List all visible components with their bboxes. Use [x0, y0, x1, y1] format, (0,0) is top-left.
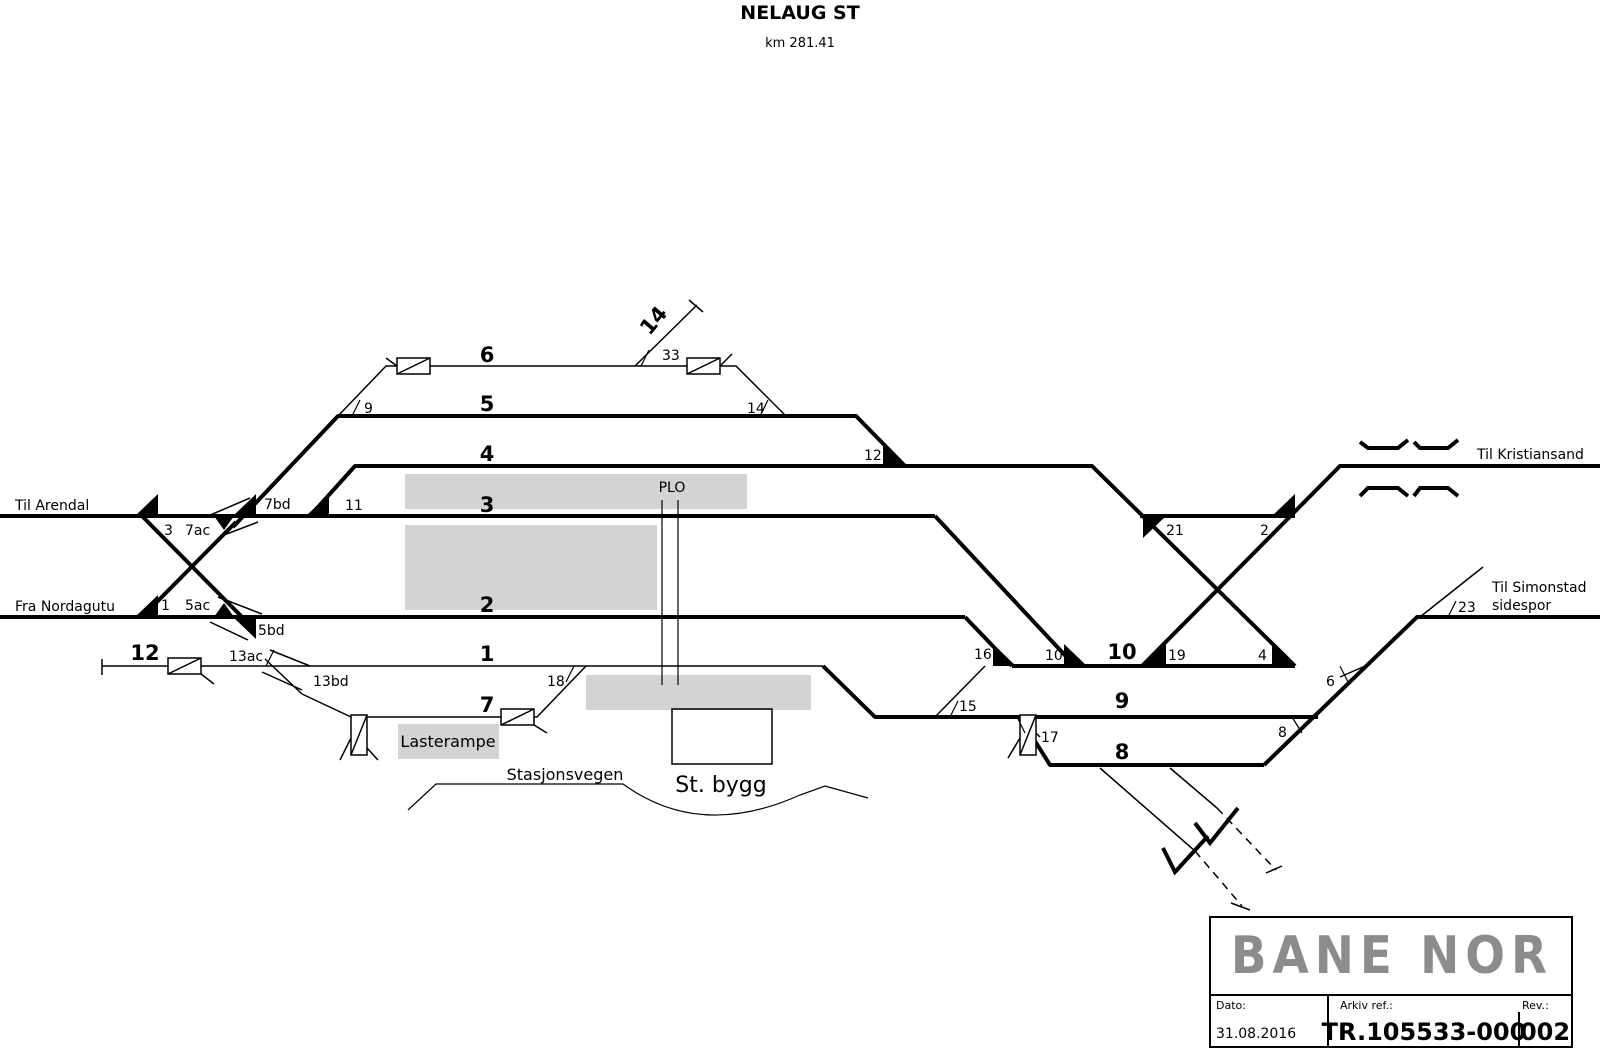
arkiv-label: Arkiv ref.:: [1340, 999, 1393, 1012]
track-label-9: 9: [1115, 689, 1130, 713]
track-label-8: 8: [1115, 740, 1130, 764]
platform-plo: [405, 474, 747, 509]
switch-label-4: 4: [1258, 648, 1267, 664]
switch-label-1: 1: [161, 598, 170, 614]
dest-til-kristiansand: Til Kristiansand: [1476, 447, 1584, 463]
switch-label-12: 12: [864, 448, 882, 464]
switch-triangles: [135, 444, 1295, 666]
track-label-6: 6: [480, 343, 495, 367]
track-label-12: 12: [130, 641, 159, 665]
track-label-4: 4: [480, 442, 495, 466]
label-st-bygg: St. bygg: [675, 773, 767, 798]
track-label-2: 2: [480, 593, 495, 617]
track-label-1: 1: [480, 642, 495, 666]
thin-tracks: [101, 299, 1484, 911]
switch-labels: 3 7ac 7bd 11 1 5ac 5bd 13ac 13bd 9 14 33…: [161, 348, 1476, 746]
track-label-10: 10: [1107, 640, 1136, 664]
switch-label-5ac: 5ac: [185, 598, 210, 614]
signals: [167, 353, 1037, 761]
switch-label-11: 11: [345, 498, 363, 514]
track-label-14: 14: [635, 302, 672, 340]
platform-mid: [405, 525, 657, 610]
dest-til-arendal: Til Arendal: [14, 498, 89, 514]
switch-label-18: 18: [547, 674, 565, 690]
bane-nor-logo: BANE NOR: [1231, 926, 1553, 986]
switch-label-16: 16: [974, 647, 992, 663]
road-stasjonsvegen: [407, 783, 869, 816]
signal-17-derail: [1007, 714, 1037, 759]
buffer-stops: [1161, 806, 1240, 876]
diagram-subtitle: km 281.41: [765, 36, 835, 51]
switch-label-7ac: 7ac: [185, 523, 210, 539]
label-plo: PLO: [659, 480, 686, 496]
brand-text: BANE NOR: [1231, 926, 1553, 986]
switch-label-3: 3: [164, 523, 173, 539]
bridge-symbols: [1358, 438, 1460, 498]
dest-til-simonstad: Til Simonstad: [1491, 580, 1586, 596]
signal-6-left: [385, 357, 431, 375]
track-label-5: 5: [480, 392, 495, 416]
switch-label-2: 2: [1260, 523, 1269, 539]
switch-label-6: 6: [1326, 674, 1335, 690]
switch-marks: [265, 349, 1457, 734]
rev-value: 002: [1520, 1018, 1570, 1046]
title-block: BANE NOR Dato: 31.08.2016 Arkiv ref.: TR…: [1209, 916, 1573, 1048]
dato-label: Dato:: [1216, 999, 1246, 1012]
station-building: [671, 708, 773, 765]
signal-7: [500, 708, 548, 734]
rev-label: Rev.:: [1522, 999, 1549, 1012]
plo-crossing: [661, 500, 679, 685]
track-label-7: 7: [480, 693, 495, 717]
platform-lower: [586, 675, 811, 710]
switch-label-21: 21: [1166, 523, 1184, 539]
dato-value: 31.08.2016: [1216, 1026, 1296, 1042]
switch-label-9: 9: [364, 401, 373, 417]
platforms: [398, 474, 811, 759]
dest-fra-nordagutu: Fra Nordagutu: [15, 599, 115, 615]
track-label-3: 3: [480, 493, 495, 517]
switch-label-17: 17: [1041, 730, 1059, 746]
dest-sidespor: sidespor: [1492, 598, 1551, 614]
signal-12: [167, 657, 215, 685]
label-lasterampe: Lasterampe: [400, 732, 495, 751]
switch-label-15: 15: [959, 699, 977, 715]
signal-13bd-derail: [339, 714, 379, 761]
switch-label-13ac: 13ac: [229, 649, 263, 665]
switch-label-8: 8: [1278, 725, 1287, 741]
lasterampe-area: [398, 724, 499, 759]
switch-label-13bd: 13bd: [313, 674, 349, 690]
diagram-title: NELAUG ST: [740, 2, 859, 24]
switch-label-5bd: 5bd: [258, 623, 285, 639]
label-stasjonsvegen: Stasjonsvegen: [507, 765, 624, 784]
switch-label-10: 10: [1045, 648, 1063, 664]
switch-label-19: 19: [1168, 648, 1186, 664]
switch-label-7bd: 7bd: [264, 497, 291, 513]
signal-6-right: [686, 353, 733, 375]
switch-label-23: 23: [1458, 600, 1476, 616]
arkiv-value: TR.105533-000: [1322, 1018, 1527, 1046]
switch-label-33: 33: [662, 348, 680, 364]
main-tracks: [0, 414, 1600, 767]
title-block-frame: [1209, 916, 1573, 1048]
switch-label-14: 14: [747, 401, 765, 417]
